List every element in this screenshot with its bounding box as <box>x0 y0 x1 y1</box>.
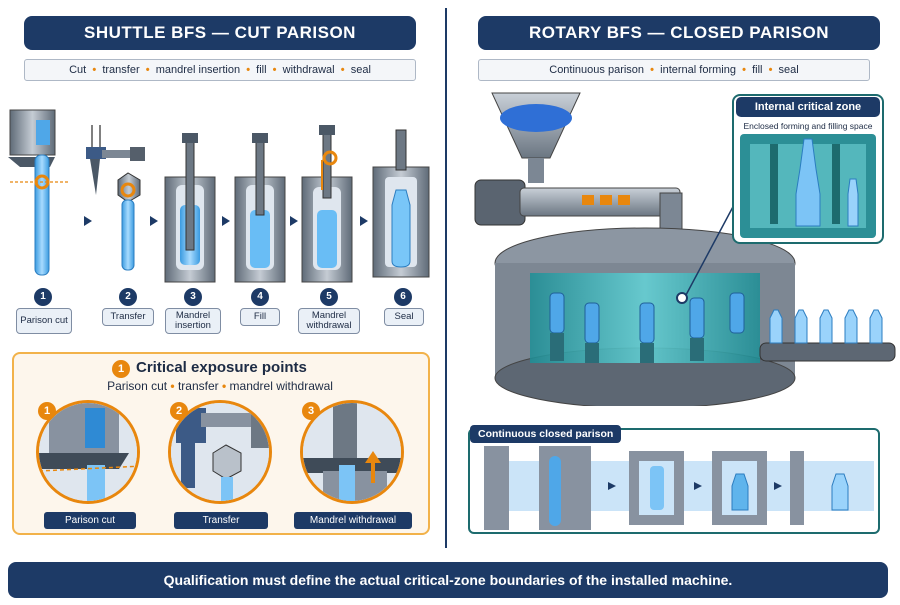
rotary-machine-illustration <box>474 92 896 406</box>
steps-bar-item: Cut <box>69 64 87 76</box>
footer-banner: Qualification must define the actual cri… <box>8 562 888 598</box>
step-number: 1 <box>34 288 52 306</box>
mandrel-withdrawal-closeup <box>300 400 404 504</box>
closed-parison-sequence <box>484 446 874 530</box>
critical-subtitle-item: Parison cut <box>107 379 168 393</box>
step6-seal-illustration <box>372 129 430 278</box>
step3-mandrel-insertion-illustration <box>164 133 216 283</box>
steps-bar-item: withdrawal <box>282 64 335 76</box>
steps-bar-item: fill <box>256 64 267 76</box>
step-label-mandrel-withdrawal: Mandrel withdrawal <box>298 308 360 334</box>
left-title: SHUTTLE BFS — CUT PARISON <box>24 16 416 50</box>
step-number: 2 <box>119 288 137 306</box>
steps-bar-item: seal <box>778 64 799 76</box>
critical-badge: 1 <box>112 360 130 378</box>
step-label-parison-cut: Parison cut <box>16 308 72 334</box>
critical-subtitle-item: transfer <box>177 379 219 393</box>
critical-point-number: 2 <box>170 402 188 420</box>
steps-bar-item: fill <box>752 64 763 76</box>
critical-subtitle-item: mandrel withdrawal <box>229 379 333 393</box>
internal-zone-closeup <box>740 134 876 238</box>
critical-point-number: 3 <box>302 402 320 420</box>
critical-label-mandrel-withdrawal: Mandrel withdrawal <box>294 512 412 529</box>
steps-bar-item: transfer <box>102 64 140 76</box>
critical-point-number: 1 <box>38 402 56 420</box>
step-label-fill: Fill <box>240 308 280 326</box>
step-number: 4 <box>251 288 269 306</box>
internal-zone-title: Internal critical zone <box>736 97 880 117</box>
center-divider <box>445 8 447 548</box>
step-number: 3 <box>184 288 202 306</box>
critical-subtitle: Parison cut • transfer • mandrel withdra… <box>107 379 333 393</box>
step-number: 6 <box>394 288 412 306</box>
step5-mandrel-withdrawal-illustration <box>301 125 353 283</box>
closed-parison-title: Continuous closed parison <box>470 425 622 443</box>
right-steps-bar: Continuous parison • internal forming • … <box>478 59 870 81</box>
steps-bar-item: Continuous parison <box>549 64 645 76</box>
step-label-mandrel-insertion: Mandrel insertion <box>165 308 221 334</box>
parison-cut-closeup <box>36 400 140 504</box>
right-title: ROTARY BFS — CLOSED PARISON <box>478 16 880 50</box>
step-number: 5 <box>320 288 338 306</box>
steps-bar-item: seal <box>350 64 371 76</box>
internal-zone-subtitle: Enclosed forming and filling space <box>743 121 873 131</box>
critical-title: Critical exposure points <box>136 359 307 376</box>
step-label-seal: Seal <box>384 308 424 326</box>
steps-bar-item: mandrel insertion <box>155 64 241 76</box>
left-steps-bar: Cut • transfer • mandrel insertion • fil… <box>24 59 416 81</box>
steps-bar-item: internal forming <box>660 64 736 76</box>
shuttle-process-illustration <box>8 109 430 283</box>
step4-fill-illustration <box>234 133 286 283</box>
step-label-transfer: Transfer <box>102 308 154 326</box>
step2-transfer-illustration <box>86 125 145 271</box>
critical-label-transfer: Transfer <box>174 512 268 529</box>
critical-label-parison-cut: Parison cut <box>44 512 136 529</box>
step1-parison-cut-illustration <box>8 109 70 276</box>
